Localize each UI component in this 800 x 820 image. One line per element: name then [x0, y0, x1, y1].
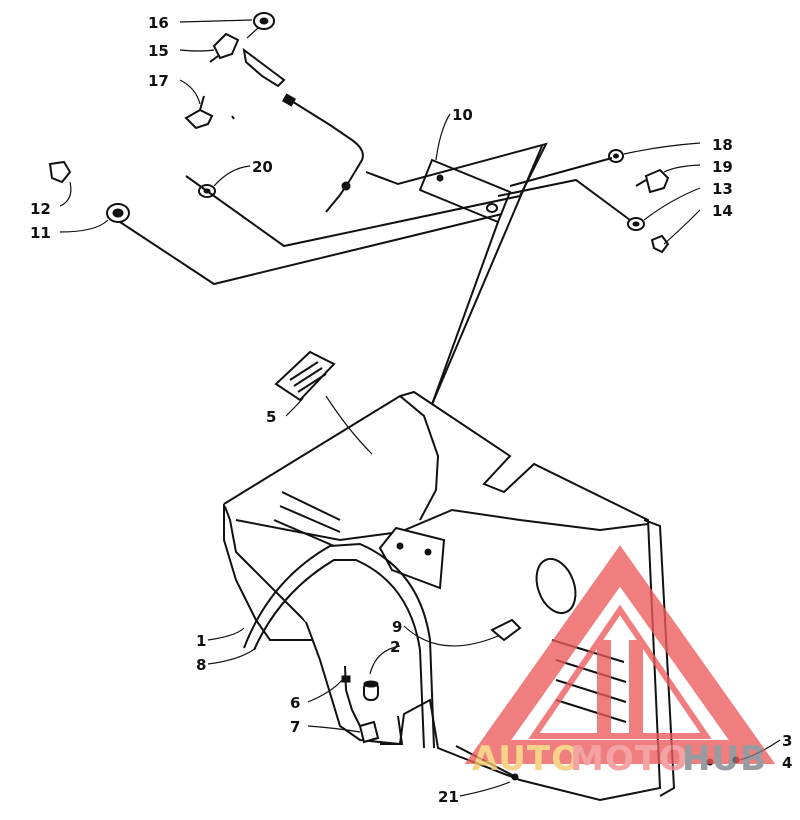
watermark-logo: AUTO MOTO HUB: [464, 545, 776, 779]
callout-8: 8: [196, 656, 206, 674]
part-2-grommet: [363, 680, 379, 701]
callout-1: 1: [196, 632, 206, 650]
callout-15: 15: [148, 42, 169, 60]
part-19-switch: [635, 168, 670, 194]
callout-16: 16: [148, 14, 169, 32]
callout-labels: 16 15 17 20 12 11 10 18 19 13 14 5 1 8 9…: [30, 14, 792, 806]
part-14-nut: [650, 234, 670, 254]
part-10-plate: [418, 158, 512, 224]
callout-7: 7: [290, 718, 300, 736]
callout-14: 14: [712, 202, 733, 220]
throttle-cable: [281, 93, 364, 213]
part-11-bulb: [106, 203, 130, 223]
callout-17: 17: [148, 72, 169, 90]
callout-11: 11: [30, 224, 51, 242]
part-5-pad: [274, 350, 336, 402]
callout-13: 13: [712, 180, 733, 198]
callout-20: 20: [252, 158, 273, 176]
part-13-washer: [627, 217, 645, 231]
part-16-grommet: [253, 12, 275, 30]
callout-5: 5: [266, 408, 276, 426]
part-7-clip: [345, 689, 404, 745]
watermark-auto-text: AUTO: [472, 739, 581, 779]
part-6-screw: [341, 665, 351, 691]
callout-3: 3: [782, 732, 792, 750]
callout-4: 4: [782, 754, 792, 772]
callout-10: 10: [452, 106, 473, 124]
callout-6: 6: [290, 694, 300, 712]
part-17-bracket: [184, 95, 235, 130]
watermark-hub-text: HUB: [682, 739, 767, 779]
callout-21: 21: [438, 788, 459, 806]
watermark-moto-text: MOTO: [570, 739, 689, 779]
part-12-socket: [48, 160, 72, 184]
part-18-washer: [608, 149, 624, 163]
callout-18: 18: [712, 136, 733, 154]
callout-9: 9: [392, 618, 402, 636]
watermark-triangle-icon: [464, 545, 776, 764]
callout-12: 12: [30, 200, 51, 218]
part-15-switch: [209, 32, 286, 88]
callout-19: 19: [712, 158, 733, 176]
callout-2: 2: [390, 638, 400, 656]
part-hood-panel: [223, 390, 676, 802]
